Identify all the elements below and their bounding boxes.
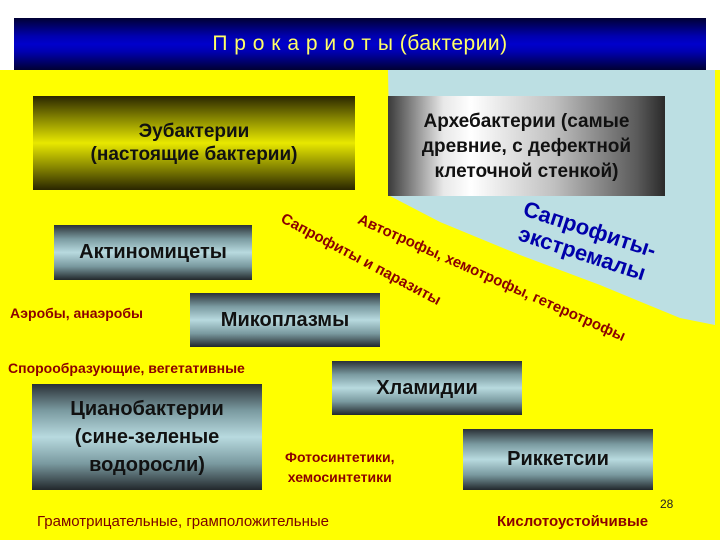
box-actinomycetes: Актиномицеты xyxy=(54,225,252,280)
annotation-aerobes: Аэробы, анаэробы xyxy=(10,305,143,321)
annotation-photosynthetics: Фотосинтетики, хемосинтетики xyxy=(285,447,394,487)
cyanobacteria-line-1: Цианобактерии xyxy=(70,398,224,420)
page-number: 28 xyxy=(660,497,674,511)
archaebacteria-line-3: клеточной стенкой) xyxy=(434,160,619,182)
annotation-acid-fast: Кислотоустойчивые xyxy=(497,513,649,530)
cyanobacteria-line-3: водоросли) xyxy=(89,454,205,476)
annotation-gram: Грамотрицательные, грамположительные xyxy=(37,513,329,530)
box-chlamydia: Хламидии xyxy=(332,361,522,415)
archaebacteria-line-2: древние, с дефектной xyxy=(421,135,632,157)
eubacteria-line-2: (настоящие бактерии) xyxy=(90,144,298,165)
eubacteria-line-1: Эубактерии xyxy=(138,121,250,142)
rickettsia-label: Риккетсии xyxy=(507,448,609,470)
cyanobacteria-line-2: (сине-зеленые xyxy=(74,426,220,448)
box-archaebacteria: Архебактерии (самые древние, с дефектной… xyxy=(388,96,665,196)
actinomycetes-label: Актиномицеты xyxy=(79,241,227,263)
chlamydia-label: Хламидии xyxy=(376,376,478,399)
photosynthetics-line-1: Фотосинтетики, xyxy=(285,449,395,465)
mycoplasmas-label: Микоплазмы xyxy=(220,308,350,331)
box-cyanobacteria: Цианобактерии (сине-зеленые водоросли) xyxy=(32,384,262,490)
annotation-spore-forming: Спорообразующие, вегетативные xyxy=(8,360,245,376)
box-mycoplasmas: Микоплазмы xyxy=(190,293,380,347)
box-rickettsia: Риккетсии xyxy=(463,429,653,490)
photosynthetics-line-2: хемосинтетики xyxy=(287,469,392,485)
title-bar: П р о к а р и о т ы (бактерии) xyxy=(14,18,706,70)
box-eubacteria: Эубактерии (настоящие бактерии) xyxy=(33,96,355,190)
archaebacteria-line-1: Архебактерии (самые xyxy=(423,110,630,132)
page-title: П р о к а р и о т ы (бактерии) xyxy=(212,32,508,55)
